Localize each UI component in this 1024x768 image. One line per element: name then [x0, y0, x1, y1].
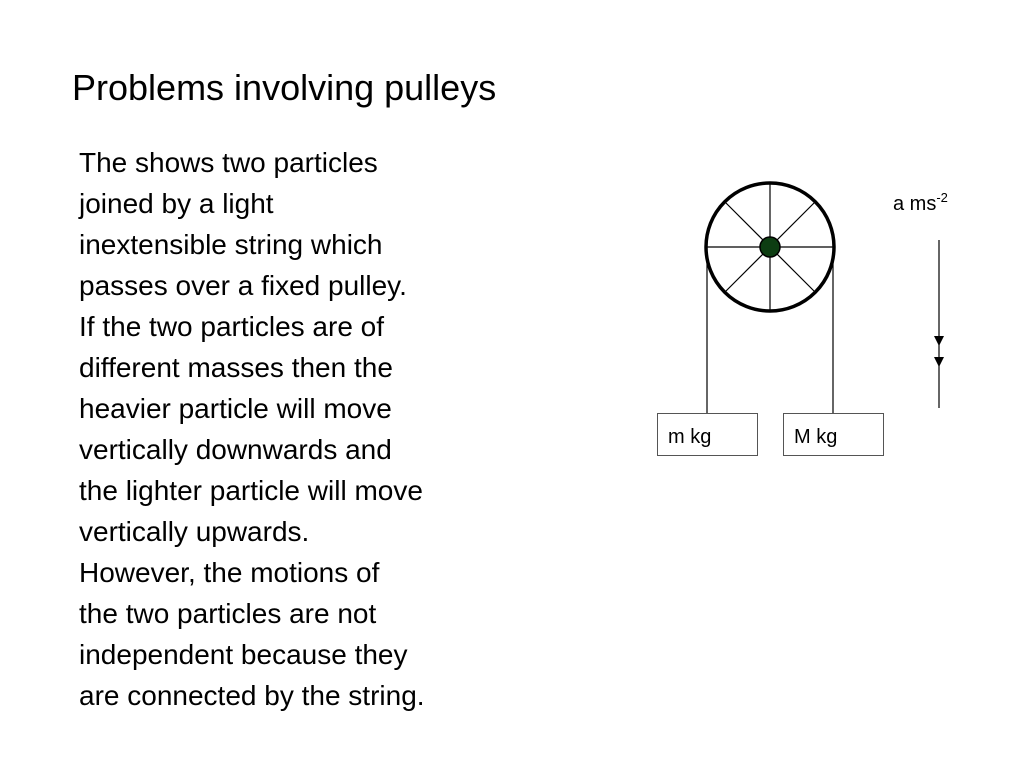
body-line: joined by a light [79, 188, 274, 219]
body-line: independent because they [79, 639, 408, 670]
right-mass-box: M kg [783, 413, 884, 456]
body-line: vertically upwards. [79, 516, 310, 547]
body-line: passes over a fixed pulley. [79, 270, 407, 301]
body-line: are connected by the string. [79, 680, 425, 711]
acceleration-text: a ms [893, 193, 937, 215]
body-line: different masses then the [79, 352, 393, 383]
acceleration-exponent: -2 [936, 190, 948, 205]
pulley-hub [759, 236, 781, 258]
left-mass-box: m kg [657, 413, 758, 456]
body-line: vertically downwards and [79, 434, 392, 465]
acceleration-label: a ms-2 [893, 190, 948, 218]
body-line: inextensible string which [79, 229, 383, 260]
body-text: The shows two particles joined by a ligh… [79, 142, 519, 716]
body-line: If the two particles are of [79, 311, 385, 342]
body-line: the lighter particle will move [79, 475, 423, 506]
body-line: the two particles are not [79, 598, 377, 629]
slide-title: Problems involving pulleys [72, 67, 497, 108]
body-line: The shows two particles [79, 147, 378, 178]
acceleration-arrow [934, 240, 944, 408]
body-line: However, the motions of [79, 557, 380, 588]
body-line: heavier particle will move [79, 393, 392, 424]
